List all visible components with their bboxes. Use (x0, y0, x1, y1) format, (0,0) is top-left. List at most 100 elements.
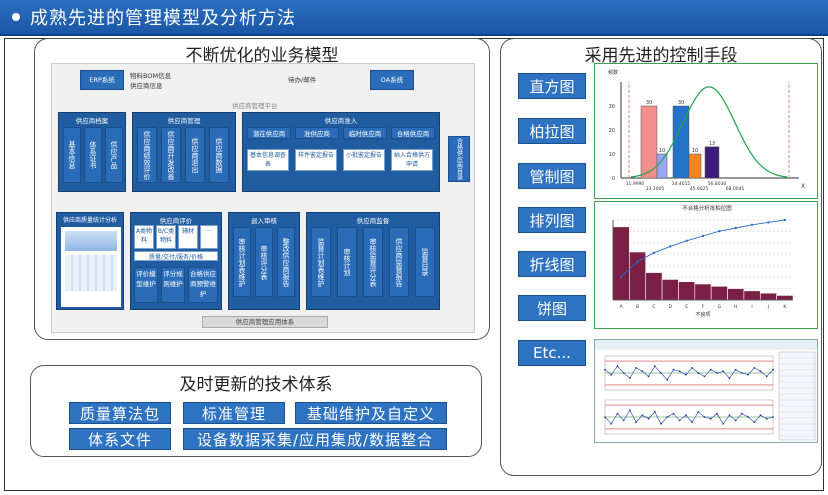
oa-box: OA系统 (370, 70, 414, 90)
eval-item: A类物料 (134, 225, 154, 249)
pareto-bar (727, 288, 745, 301)
pareto-bar (759, 292, 777, 301)
mgmt-item: 供应商绩效评价 (137, 127, 157, 183)
pareto-title: 不合格分析批柏拉图 (682, 204, 732, 212)
access-stage: 临时供应商 (343, 127, 387, 139)
pareto-x-tick: J (767, 304, 769, 310)
hist-y-tick: 10 (609, 152, 615, 158)
pareto-bar (661, 279, 679, 301)
supervise-item: 监督目录 (415, 227, 435, 297)
exit-title: 退入审核 (251, 217, 277, 225)
eval-bottom: 合格供应商预警维护 (188, 267, 218, 303)
erp-note-1: 物料BOM信息 (130, 72, 172, 80)
pareto-x-label: 不良项 (695, 311, 710, 318)
quality-group: 供应商质量统计分析 (56, 212, 124, 310)
hist-data-label: 13 (709, 141, 715, 147)
mgmt-item: 供应商数据 (209, 127, 229, 183)
etc-button[interactable]: Etc... (518, 340, 586, 366)
exit-group: 退入审核 审核计划表维护 审核评分表 整改供应商报告 (228, 212, 300, 310)
control-panel: 采用先进的控制手段 直方图 柏拉图 管制图 排列图 折线图 饼图 Etc... … (500, 38, 822, 476)
mgmt-group: 供应商管理 供应商绩效评价 供应商开发改善 供应商退出 供应商数据 (132, 112, 236, 192)
control-chart-button[interactable]: 管制图 (518, 163, 586, 189)
pareto-bar (710, 285, 728, 301)
erp-box: ERP系统 (80, 70, 124, 90)
hist-data-label: 30 (678, 100, 684, 106)
tech-system-title: 及时更新的技术体系 (179, 375, 333, 395)
pareto-bar (743, 290, 761, 301)
pareto-x-tick: B (636, 304, 639, 310)
supervise-item: 审核计划 (337, 227, 357, 297)
quality-screenshot (61, 227, 121, 307)
app-system-footer: 供应商管理应用体系 (202, 316, 328, 328)
exit-item: 审核计划表维护 (233, 227, 251, 297)
access-doc: 纳入合格供方申请 (391, 149, 433, 171)
hist-x-label: X (801, 183, 805, 190)
mgmt-item: 供应商开发改善 (161, 127, 181, 183)
system-doc-button[interactable]: 体系文件 (69, 428, 171, 450)
ctrl-series-line (604, 409, 774, 425)
pareto-x-tick: D (669, 304, 673, 310)
pareto-x-tick: K (783, 304, 787, 310)
ctrl-series-line (604, 365, 774, 381)
business-model-panel: 不断优化的业务模型 ERP系统 物料BOM信息 供应商信息 待办/邮件 OA系统… (34, 38, 490, 340)
supervise-item: 监督计划表维护 (311, 227, 331, 297)
hist-data-label: 10 (692, 148, 698, 154)
supervise-item: 供应商监督报告 (389, 227, 409, 297)
access-group: 供应商准入 潜在供应商 准供应商 临时供应商 合格供应商 基本信息调查表 样件鉴… (242, 112, 440, 192)
pareto-bar (629, 251, 647, 301)
base-maintenance-button[interactable]: 基础维护及自定义 (295, 402, 447, 424)
qualified-list: 合格供应商目录 (448, 136, 470, 182)
pareto-x-tick: I (751, 304, 752, 310)
access-doc: 样件鉴定报告 (295, 149, 337, 171)
exit-item: 审核评分表 (255, 227, 273, 297)
hist-x-tick: 11.9990 (626, 181, 645, 187)
data-collection-button[interactable]: 设备数据采集/应用集成/数据整合 (183, 428, 447, 450)
ctrl-toolbar (595, 340, 817, 350)
pareto-x-tick: G (718, 304, 722, 310)
archive-group: 供应商档案 基本信息 体系证书 供应产品 (58, 112, 126, 192)
pareto-bar (678, 281, 696, 301)
ctrl-stats-table (778, 351, 816, 441)
business-model-title: 不断优化的业务模型 (185, 46, 339, 66)
supervise-group: 供应商监督 监督计划表维护 审核计划 审核监督评分表 供应商监督报告 监督目录 (306, 212, 440, 310)
histogram-button[interactable]: 直方图 (518, 73, 586, 99)
eval-group: 供应商评价 A类物料 B/C类物料 辅材 … 质量/交付/服务/价格 评价模型维… (130, 212, 222, 310)
access-stage: 准供应商 (295, 127, 339, 139)
exit-item: 整改供应商报告 (277, 227, 295, 297)
page-title: 成熟先进的管理模型及分析方法 (30, 8, 296, 29)
bullet-icon (12, 13, 20, 21)
pareto-x-tick: F (702, 304, 705, 310)
mgmt-item: 供应商退出 (185, 127, 205, 183)
hist-bar (656, 153, 668, 179)
eval-bottom: 评分规则维护 (161, 267, 185, 303)
hist-normal-curve (630, 86, 788, 178)
control-chart (594, 339, 818, 443)
supervise-title: 供应商监督 (356, 217, 390, 225)
mgmt-title: 供应商管理 (167, 117, 201, 125)
hist-y-tick: 30 (609, 104, 615, 110)
pie-chart-button[interactable]: 饼图 (518, 295, 586, 321)
archive-item: 基本信息 (63, 127, 81, 183)
hist-y-tick: 20 (609, 128, 615, 134)
quality-algorithm-button[interactable]: 质量算法包 (69, 402, 171, 424)
pareto-bar (612, 226, 630, 301)
control-title: 采用先进的控制手段 (584, 46, 738, 66)
pareto-bar (776, 295, 794, 301)
standard-mgmt-button[interactable]: 标准管理 (183, 402, 285, 424)
line-chart-button[interactable]: 折线图 (518, 251, 586, 277)
hist-data-label: 30 (646, 100, 652, 106)
hist-y-tick: 0 (612, 176, 615, 182)
pareto-cum-line (620, 219, 785, 278)
hist-data-label: 10 (659, 148, 665, 154)
ranking-chart-button[interactable]: 排列图 (518, 207, 586, 233)
pareto-button[interactable]: 柏拉图 (518, 118, 586, 144)
access-stage: 合格供应商 (391, 127, 435, 139)
hist-x-tick: 34.4015 (672, 181, 691, 187)
eval-title: 供应商评价 (159, 217, 193, 225)
eval-item: 辅材 (178, 225, 198, 249)
access-stage: 潜在供应商 (247, 127, 291, 139)
hist-x-tick: 45.6025 (690, 186, 709, 192)
archive-title: 供应商档案 (75, 117, 109, 125)
